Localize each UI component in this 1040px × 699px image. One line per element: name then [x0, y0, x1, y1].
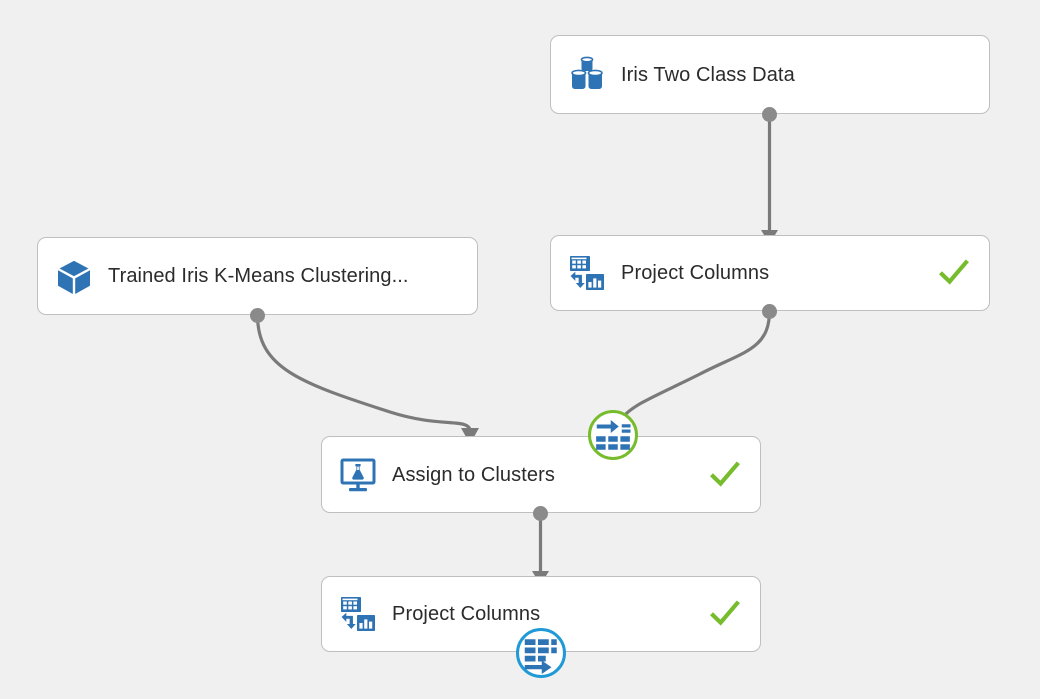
- module-node-assign-to-clusters[interactable]: Assign to Clusters: [321, 436, 761, 513]
- trained-model-cube-icon: [54, 256, 94, 296]
- output-port-iris-two-class-data[interactable]: [762, 107, 777, 122]
- output-port-trained-model[interactable]: [250, 308, 265, 323]
- module-node-iris-two-class-data[interactable]: Iris Two Class Data: [550, 35, 990, 114]
- module-title: Iris Two Class Data: [621, 63, 795, 86]
- module-node-project-columns-top[interactable]: Project Columns: [550, 235, 990, 311]
- module-node-trained-iris-k-means-clustering[interactable]: Trained Iris K-Means Clustering...: [37, 237, 478, 315]
- dataset-cylinders-icon: [567, 55, 607, 95]
- output-port-project-columns-top[interactable]: [762, 304, 777, 319]
- module-title: Assign to Clusters: [392, 463, 555, 486]
- project-columns-icon: [567, 253, 607, 293]
- arrow-into-rows-icon: [588, 410, 638, 460]
- output-port-assign-to-clusters[interactable]: [533, 506, 548, 521]
- edge-trained-model-to-assign[interactable]: [255, 314, 472, 431]
- status-check-icon: [708, 458, 742, 492]
- dataset-output-badge[interactable]: [516, 628, 566, 678]
- module-node-project-columns-bottom[interactable]: Project Columns: [321, 576, 761, 652]
- dataset-input-badge[interactable]: [588, 410, 638, 460]
- module-title: Trained Iris K-Means Clustering...: [108, 265, 409, 287]
- project-columns-icon: [338, 594, 378, 634]
- status-check-icon: [708, 597, 742, 631]
- edge-project-columns-to-assign[interactable]: [622, 310, 772, 418]
- assign-to-clusters-icon: [338, 455, 378, 495]
- module-title: Project Columns: [392, 603, 541, 625]
- module-title: Project Columns: [621, 262, 770, 284]
- status-check-icon: [937, 256, 971, 290]
- rows-to-arrow-icon: [516, 628, 566, 678]
